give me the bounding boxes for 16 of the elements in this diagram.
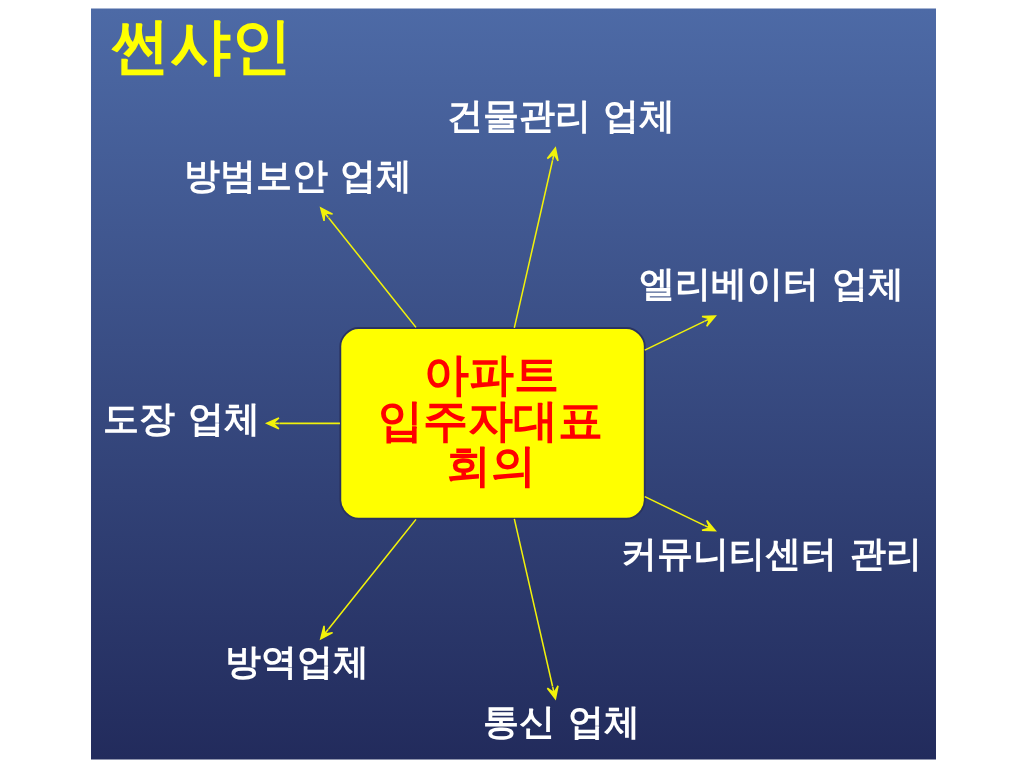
arrow — [643, 315, 716, 351]
node-text: 도장 업체 — [102, 397, 260, 441]
node-text: 방역업체 — [224, 640, 369, 684]
arrow — [513, 147, 559, 329]
diagram-title: 썬샤인 — [108, 11, 292, 82]
node-text: 건물관리 업체 — [446, 94, 675, 138]
node-text: 엘리베이터 업체 — [638, 262, 904, 306]
arrow — [319, 207, 417, 329]
arrow — [265, 417, 341, 430]
node-text: 커뮤니티센터 관리 — [620, 532, 922, 576]
arrow — [319, 518, 417, 640]
node-text: 방범보안 업체 — [183, 154, 412, 198]
arrow — [513, 518, 559, 700]
node-box: 아파트 입주자대표 회의 — [338, 327, 646, 520]
arrow — [643, 495, 716, 532]
node-text: 통신 업체 — [482, 700, 640, 744]
